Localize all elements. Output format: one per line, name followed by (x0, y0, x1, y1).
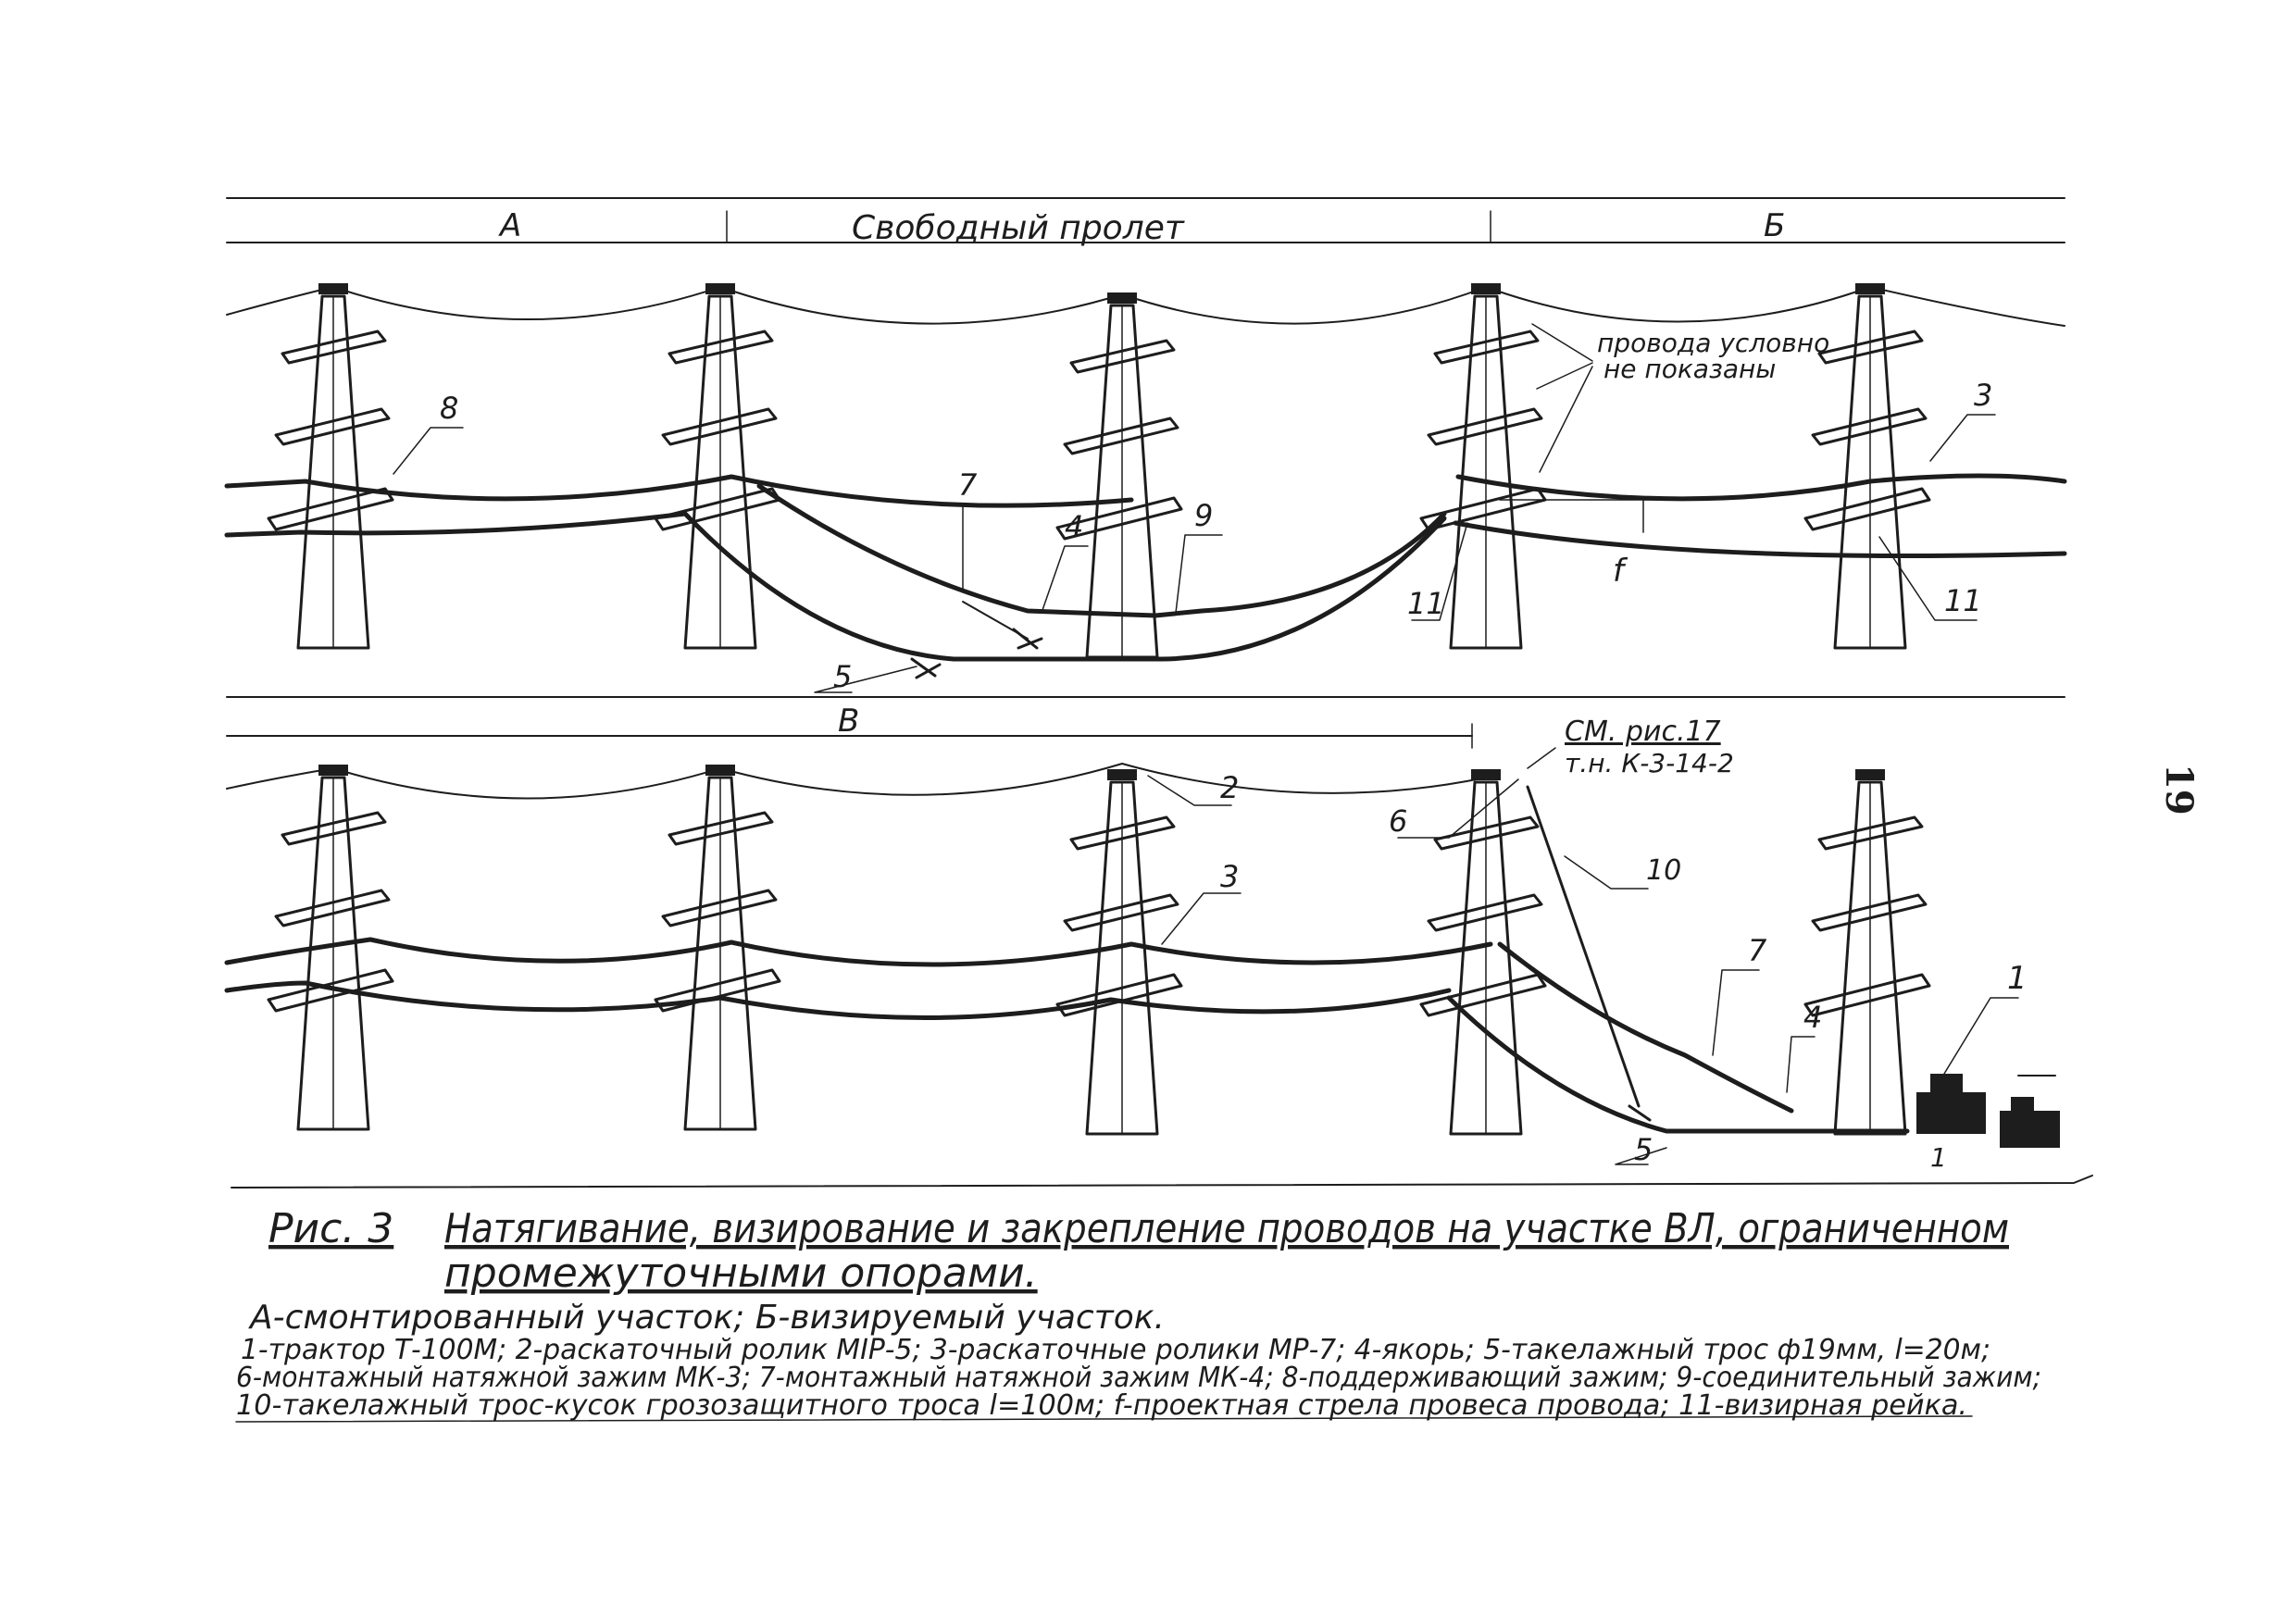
callout-3: 3 (1974, 378, 1992, 413)
top-panel: А Свободный пролет Б провода условно не … (224, 197, 2067, 698)
caption: Рис. 3 Натягивание, визирование и закреп… (235, 1205, 2041, 1423)
span-a-label: А (498, 207, 521, 244)
legend-line1: 1-трактор Т-100М; 2-раскаточный ролик МI… (241, 1334, 1990, 1366)
callout-1: 1 (2007, 960, 2028, 997)
legend-line3: 10-такелажный трос-кусок грозозащитного … (236, 1389, 1967, 1422)
callout-5b: 5 (1634, 1132, 1653, 1167)
callout-7: 7 (958, 467, 978, 503)
bottom-panel: В СМ. рис.17 т.н. К-3-14-2 2 3 6 10 7 4 … (224, 703, 2093, 1189)
callout-7b: 7 (1748, 933, 1767, 968)
callout-9: 9 (1194, 498, 1213, 533)
span-v-label: В (838, 703, 859, 740)
figure-title-line2: промежуточными опорами. (444, 1250, 1038, 1297)
tower-icon (654, 281, 781, 650)
span-b-label: Б (1764, 207, 1785, 244)
legend-ab: А-смонтированный участок; Б-визируемый у… (248, 1299, 1165, 1337)
tower-icon (1055, 291, 1183, 659)
legend-line2: 6-монтажный натяжной зажим МК-3; 7-монта… (236, 1362, 2041, 1394)
callout-11a: 11 (1407, 586, 1445, 621)
tractor-icon (1916, 1074, 2060, 1148)
callout-3b: 3 (1220, 859, 1239, 894)
callout-10: 10 (1646, 854, 1681, 887)
callout-6: 6 (1389, 803, 1407, 839)
note-line2: не показаны (1603, 354, 1776, 384)
ref-line1: СМ. рис.17 (1565, 716, 1721, 748)
callout-11b: 11 (1944, 583, 1982, 618)
callout-5: 5 (833, 659, 852, 694)
figure-title-line1: Натягивание, визирование и закрепление п… (444, 1205, 2009, 1252)
callout-2: 2 (1220, 770, 1239, 805)
tower-icon (1803, 767, 1931, 1136)
callout-1b: 1 (1930, 1142, 1947, 1173)
figure-label: Рис. 3 (268, 1205, 393, 1252)
tower-icon (267, 281, 394, 650)
callout-4b: 4 (1803, 1000, 1822, 1035)
callout-8: 8 (440, 391, 458, 426)
page-number: 19 (2157, 764, 2201, 815)
note-line1: провода условно (1597, 328, 1829, 358)
ref-line2: т.н. К-3-14-2 (1565, 748, 1734, 778)
callout-4: 4 (1065, 509, 1083, 544)
span-free-label: Свободный пролет (852, 209, 1185, 247)
callout-f: f (1613, 553, 1628, 590)
